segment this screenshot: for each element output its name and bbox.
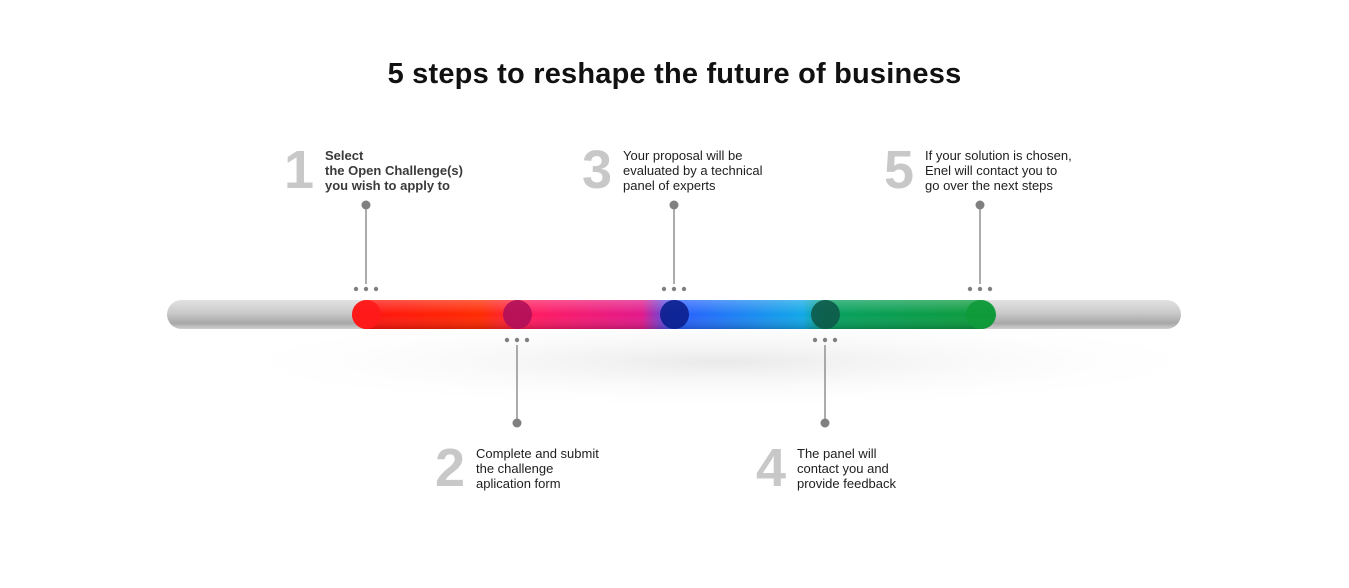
step-3-node — [660, 300, 689, 329]
step-4-description: The panel will contact you and provide f… — [797, 445, 897, 491]
step-2-node — [503, 300, 532, 329]
step-3-number: 3 — [581, 140, 613, 200]
step-5-dot-1 — [967, 286, 973, 292]
step-3-connector-end — [669, 200, 679, 210]
step-2-connector-end — [512, 418, 522, 428]
step-4-node — [811, 300, 840, 329]
step-2-number: 2 — [434, 438, 466, 498]
step-3-dot-3 — [681, 286, 687, 292]
step-2-dot-2 — [514, 337, 520, 343]
step-5-connector-end — [975, 200, 985, 210]
step-3-dot-2 — [671, 286, 677, 292]
step-1-dot-1 — [353, 286, 359, 292]
step-4-dot-2 — [822, 337, 828, 343]
step-5-node — [966, 300, 995, 329]
page-title: 5 steps to reshape the future of busines… — [387, 58, 962, 90]
step-5-dot-2 — [977, 286, 983, 292]
step-5-number: 5 — [883, 140, 915, 200]
step-3-description: Your proposal will be evaluated by a tec… — [623, 147, 763, 193]
step-4-dot-3 — [832, 337, 838, 343]
step-1-dot-3 — [373, 286, 379, 292]
step-1-connector-end — [361, 200, 371, 210]
step-4-connector-end — [820, 418, 830, 428]
step-2-dot-1 — [504, 337, 510, 343]
step-2-description: Complete and submit the challenge aplica… — [476, 445, 599, 491]
track-shadow — [200, 314, 1240, 410]
step-4-dot-1 — [812, 337, 818, 343]
step-3-dot-1 — [661, 286, 667, 292]
step-1-description: Select the Open Challenge(s) you wish to… — [325, 147, 463, 193]
step-5-dot-3 — [987, 286, 993, 292]
step-4-number: 4 — [755, 438, 787, 498]
step-1-dot-2 — [363, 286, 369, 292]
step-1-number: 1 — [283, 140, 315, 200]
step-2-dot-3 — [524, 337, 530, 343]
step-5-description: If your solution is chosen, Enel will co… — [925, 147, 1072, 193]
step-1-node — [352, 300, 381, 329]
